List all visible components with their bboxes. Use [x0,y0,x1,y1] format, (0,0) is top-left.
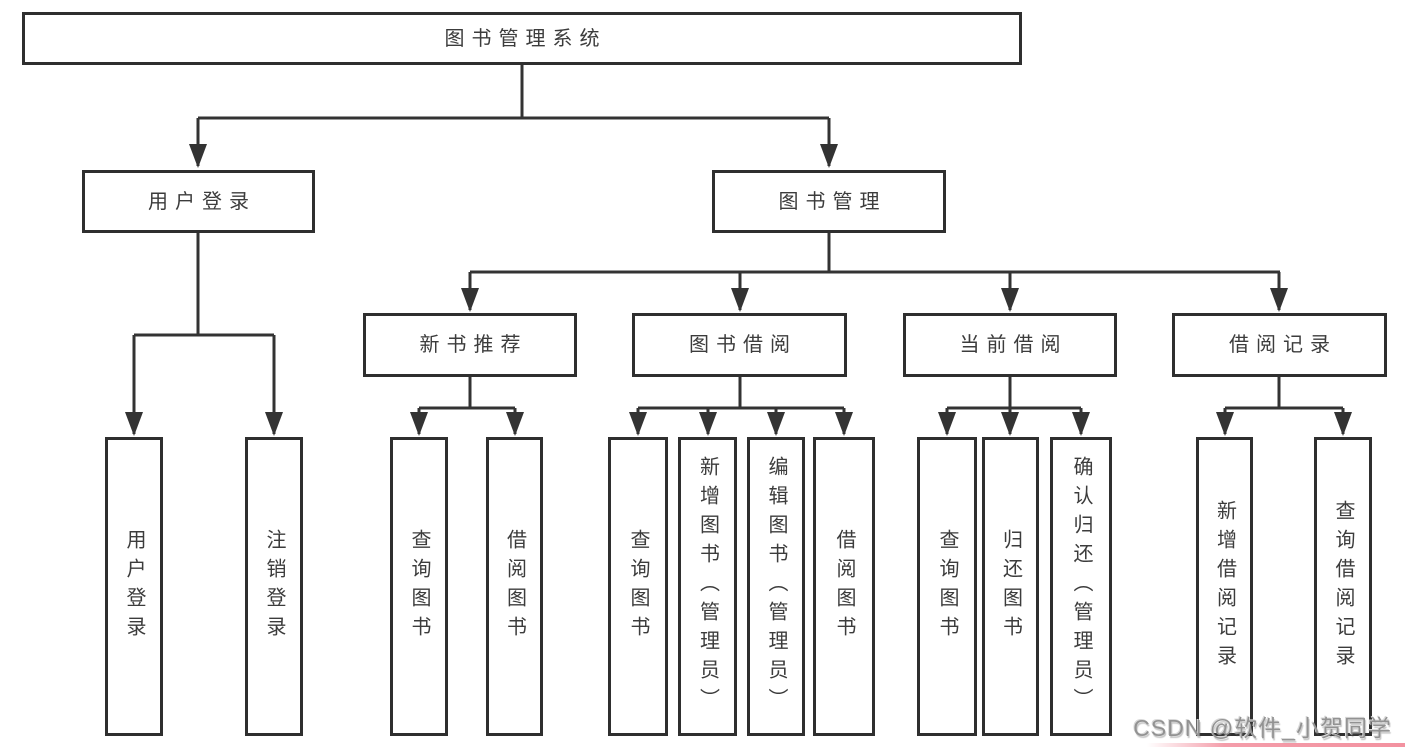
leaf-bb-borrow: 借阅图书 [813,437,875,736]
leaf-bb-query-label: 查询图书 [627,528,649,645]
node-new-book-label: 新书推荐 [419,334,528,356]
leaf-cb-confirm-label: 确认归还（管理员） [1070,456,1092,717]
leaf-bb-add-label: 新增图书（管理员） [696,456,719,717]
node-book-mgmt-label: 图书管理 [778,190,887,213]
leaf-bb-edit-label: 编辑图书（管理员） [765,456,787,717]
leaf-bb-query: 查询图书 [608,437,668,736]
leaf-bb-add: 新增图书（管理员） [678,437,737,736]
node-book-borrow-label: 图书借阅 [689,334,797,356]
leaf-br-query-label: 查询借阅记录 [1332,499,1354,674]
node-new-book: 新书推荐 [363,313,577,377]
node-book-mgmt: 图书管理 [712,170,946,233]
leaf-cb-confirm: 确认归还（管理员） [1050,437,1112,736]
leaf-bb-borrow-label: 借阅图书 [833,528,855,645]
leaf-nb-query: 查询图书 [390,437,448,736]
leaf-cb-return: 归还图书 [982,437,1039,736]
leaf-br-add: 新增借阅记录 [1196,437,1253,736]
node-root: 图书管理系统 [22,12,1022,65]
leaf-bb-edit: 编辑图书（管理员） [747,437,805,736]
leaf-user-login: 用户登录 [105,437,163,736]
leaf-cb-query-label: 查询图书 [936,528,958,645]
node-user-login-label: 用户登录 [148,190,256,213]
leaf-cb-return-label: 归还图书 [999,528,1022,645]
node-book-borrow: 图书借阅 [632,313,847,377]
node-user-login: 用户登录 [82,170,315,233]
leaf-nb-query-label: 查询图书 [408,528,430,645]
leaf-nb-borrow: 借阅图书 [486,437,543,736]
leaf-logout-label: 注销登录 [263,528,285,645]
node-current-borrow-label: 当前借阅 [959,334,1068,356]
leaf-nb-borrow-label: 借阅图书 [503,528,526,645]
leaf-user-login-label: 用户登录 [123,528,145,645]
leaf-br-add-label: 新增借阅记录 [1213,499,1236,674]
node-borrow-record-label: 借阅记录 [1229,334,1337,356]
watermark-accent-strip [1147,743,1405,747]
leaf-cb-query: 查询图书 [917,437,977,736]
leaf-logout: 注销登录 [245,437,303,736]
node-current-borrow: 当前借阅 [903,313,1117,377]
watermark-text: CSDN @软件_小贺同学 [1133,715,1392,741]
node-borrow-record: 借阅记录 [1172,313,1387,377]
node-root-label: 图书管理系统 [444,27,607,50]
leaf-br-query: 查询借阅记录 [1314,437,1372,736]
